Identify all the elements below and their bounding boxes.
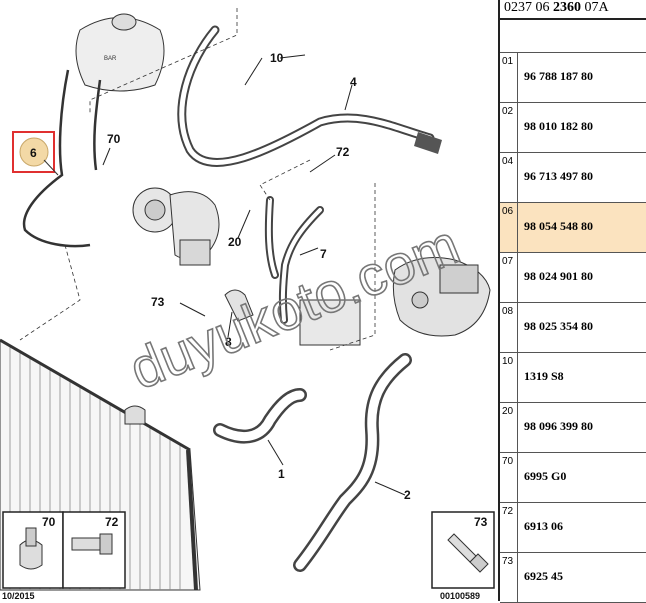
hose-4	[177, 25, 435, 167]
part-reference: 96 788 187 80	[524, 69, 593, 83]
part-index: 01	[500, 53, 518, 102]
expansion-tank: BAR	[75, 13, 165, 92]
thermostat-housing	[299, 257, 491, 346]
tank-hoses	[22, 69, 102, 248]
hose-8	[224, 289, 254, 322]
date-code: 10/2015	[2, 591, 35, 601]
hose-2	[293, 353, 412, 572]
part-row[interactable]: 06 98 054 548 80	[500, 203, 646, 253]
callout-1: 1	[278, 467, 285, 481]
part-row[interactable]: 01 96 788 187 80	[500, 53, 646, 103]
part-index: 70	[500, 453, 518, 502]
part-reference: 98 024 901 80	[524, 269, 593, 283]
inset-70	[2, 511, 64, 589]
callout-6-marker[interactable]	[19, 137, 49, 167]
part-index: 08	[500, 303, 518, 352]
leader-lines	[102, 54, 406, 496]
inset-73-label: 73	[474, 515, 488, 529]
inset-72-label: 72	[105, 515, 119, 529]
inset-70-label: 70	[42, 515, 56, 529]
part-row[interactable]: 70 6995 G0	[500, 453, 646, 503]
part-index: 20	[500, 403, 518, 452]
part-row[interactable]: 04 96 713 497 80	[500, 153, 646, 203]
part-index: 72	[500, 503, 518, 552]
part-row[interactable]: 02 98 010 182 80	[500, 103, 646, 153]
part-reference: 1319 S8	[524, 369, 564, 383]
part-index: 02	[500, 103, 518, 152]
part-row[interactable]: 08 98 025 354 80	[500, 303, 646, 353]
reference-panel: 0237 06 2360 07A 01 96 788 187 80 02 98 010…	[498, 0, 646, 603]
callout-10: 10	[270, 51, 284, 65]
part-reference: 96 713 497 80	[524, 169, 593, 183]
part-row[interactable]: 73 6925 45	[500, 553, 646, 603]
part-reference: 98 054 548 80	[524, 219, 593, 233]
parts-list: 01 96 788 187 80 02 98 010 182 80 04 96 713 4…	[500, 53, 646, 603]
part-row[interactable]: 20 98 096 399 80	[500, 403, 646, 453]
part-reference: 98 010 182 80	[524, 119, 593, 133]
parts-diagram: BAR 6	[0, 8, 495, 601]
svg-text:BAR: BAR	[104, 56, 117, 62]
part-reference: 6913 06	[524, 519, 563, 533]
callout-73: 73	[151, 295, 165, 309]
part-row[interactable]: 72 6913 06	[500, 503, 646, 553]
part-index: 04	[500, 153, 518, 202]
part-index: 73	[500, 553, 518, 602]
inset-72	[62, 511, 126, 589]
highlight-box	[12, 131, 55, 173]
part-index: 06	[500, 203, 518, 252]
callout-6: 6	[30, 146, 37, 160]
part-index: 07	[500, 253, 518, 302]
part-row[interactable]: 10 1319 S8	[500, 353, 646, 403]
part-reference: 6925 45	[524, 569, 563, 583]
part-reference: 98 025 354 80	[524, 319, 593, 333]
part-index: 10	[500, 353, 518, 402]
drawing-number: 00100589	[440, 591, 480, 601]
callout-72: 72	[336, 145, 350, 159]
part-row[interactable]: 07 98 024 901 80	[500, 253, 646, 303]
document-reference: 0237 06 2360 07A	[500, 0, 646, 20]
callout-8: 8	[225, 335, 232, 349]
turbocharger	[132, 187, 220, 266]
inset-73	[431, 511, 495, 589]
part-reference: 98 096 399 80	[524, 419, 593, 433]
callout-70: 70	[107, 132, 121, 146]
guide-lines	[19, 8, 376, 351]
callout-4: 4	[350, 75, 357, 89]
callout-7: 7	[320, 247, 327, 261]
callout-2: 2	[404, 488, 411, 502]
part-reference: 6995 G0	[524, 469, 567, 483]
hose-4-connector	[414, 132, 442, 154]
panel-spacer	[500, 20, 646, 53]
callout-20: 20	[228, 235, 242, 249]
